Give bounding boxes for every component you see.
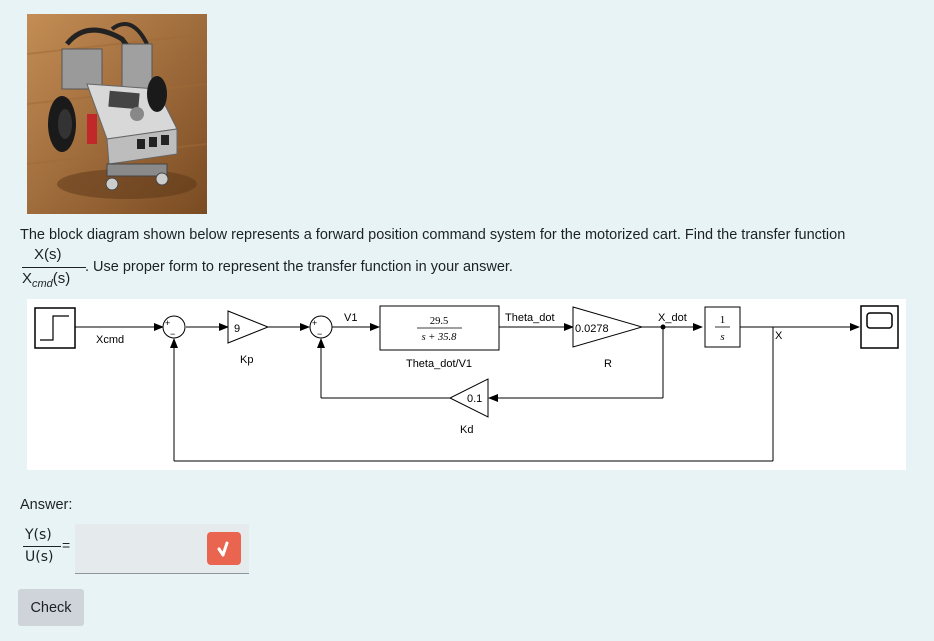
- kd-value: 0.1: [467, 393, 482, 405]
- answer-fraction-line: [23, 546, 61, 547]
- question-text: The block diagram shown below represents…: [20, 227, 846, 243]
- answer-numerator: Y(s): [25, 527, 52, 543]
- kp-label: Kp: [240, 354, 253, 366]
- sum2-plus: +: [312, 318, 317, 328]
- x-label: X: [775, 330, 783, 342]
- step-source-block[interactable]: [34, 307, 76, 349]
- check-button[interactable]: Check: [18, 589, 84, 626]
- answer-fraction: Y(s) U(s): [20, 527, 75, 573]
- tf-numerator: 29.5: [430, 316, 448, 327]
- kd-gain-block[interactable]: [448, 378, 489, 418]
- robot-cart-photo: [27, 14, 207, 214]
- fraction-line: [22, 267, 86, 268]
- r-label: R: [604, 358, 612, 370]
- equals-sign: =: [62, 537, 71, 553]
- theta-dot-label: Theta_dot: [505, 312, 555, 324]
- fraction-denominator: Xcmd(s): [22, 270, 70, 290]
- sum-junction-1[interactable]: [162, 315, 186, 339]
- v1-label: V1: [344, 312, 357, 324]
- sum1-plus: +: [165, 318, 170, 328]
- integrator-denominator: s: [720, 331, 724, 343]
- sum-junction-2[interactable]: [309, 315, 333, 339]
- block-diagram: + − 9 Kp + − V1 29.5 s + 35.8 Theta_dot/…: [27, 299, 906, 470]
- validation-icon[interactable]: [207, 532, 241, 565]
- xcmd-label: Xcmd: [96, 334, 124, 346]
- kp-value: 9: [234, 323, 240, 335]
- answer-label: Answer:: [20, 497, 73, 513]
- question-text-continued: . Use proper form to represent the trans…: [85, 259, 513, 275]
- answer-denominator: U(s): [25, 549, 54, 565]
- fraction-denominator-sub: cmd: [32, 278, 53, 290]
- r-value: 0.0278: [575, 323, 609, 335]
- kd-label: Kd: [460, 424, 473, 436]
- sum1-minus: −: [170, 329, 175, 339]
- tf-label: Theta_dot/V1: [406, 358, 472, 370]
- transfer-function-fraction: X(s) Xcmd(s): [20, 246, 90, 296]
- tf-denominator: s + 35.8: [422, 332, 458, 343]
- r-gain-block[interactable]: [572, 306, 644, 348]
- integrator-numerator: 1: [720, 314, 726, 326]
- kp-gain-block[interactable]: [227, 310, 270, 344]
- branch-point: [660, 324, 666, 330]
- fraction-denominator-end: (s): [52, 270, 71, 287]
- x-dot-label: X_dot: [658, 312, 687, 324]
- fraction-numerator: X(s): [34, 246, 62, 263]
- sum2-minus: −: [317, 329, 322, 339]
- fraction-denominator-main: X: [22, 270, 33, 287]
- checkmark-icon: [217, 541, 229, 556]
